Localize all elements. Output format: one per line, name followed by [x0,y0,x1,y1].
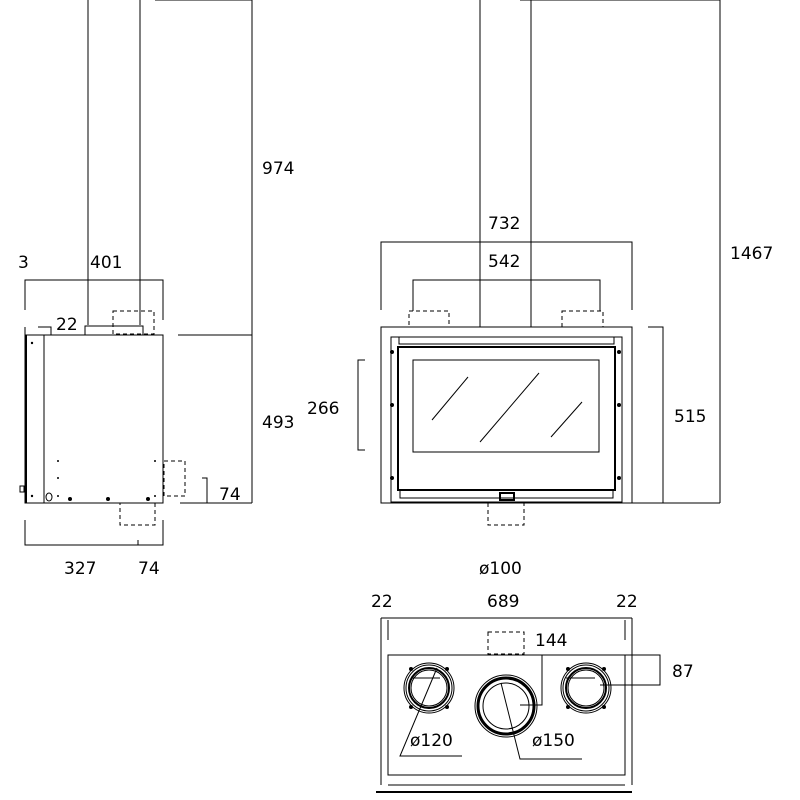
dim-side-total-height: 974 [262,159,294,179]
dim-front-bottom-outlet: ø100 [479,559,522,579]
dim-top-offset: 3 [18,253,29,273]
side-outlet-dashed [163,460,186,497]
top-body [387,654,626,776]
glass [412,359,600,453]
front-view: 1467 732 542 266 515 ø100 [307,0,773,579]
dim-top-width: 689 [487,592,519,612]
dim-center-outlet-diameter: ø150 [532,731,575,751]
dim-front-total-height: 1467 [730,244,773,264]
side-view: 3 401 22 974 493 74 327 74 [18,0,294,579]
dim-side-body-height: 493 [262,413,294,433]
left-outlet [403,662,455,714]
side-body [24,334,164,504]
dim-center-offset: 144 [535,631,567,651]
top-view: 22 689 22 144 87 ø120 ø150 [371,592,694,793]
flue-collar [84,325,144,336]
bottom-outlet-dashed [119,502,156,526]
front-outer-frame [380,326,633,504]
dim-depth-top: 401 [90,253,122,273]
dim-side-offset: 87 [672,662,694,682]
dim-bottom-outlet: 74 [138,559,160,579]
dim-bottom-depth: 327 [64,559,96,579]
dim-right-margin: 22 [616,592,638,612]
dim-side-outlet-diameter: ø120 [410,731,453,751]
center-outlet [474,674,538,738]
dim-outer-width: 732 [488,214,520,234]
top-outlet-dashed [112,310,155,335]
dim-left-margin: 22 [371,592,393,612]
dim-glass-height: 266 [307,399,339,419]
dim-frame: 22 [56,315,78,335]
dim-front-body-height: 515 [674,407,706,427]
dim-side-outlet: 74 [219,485,241,505]
dim-outlet-spacing: 542 [488,252,520,272]
right-outlet [560,662,612,714]
door [397,346,616,491]
